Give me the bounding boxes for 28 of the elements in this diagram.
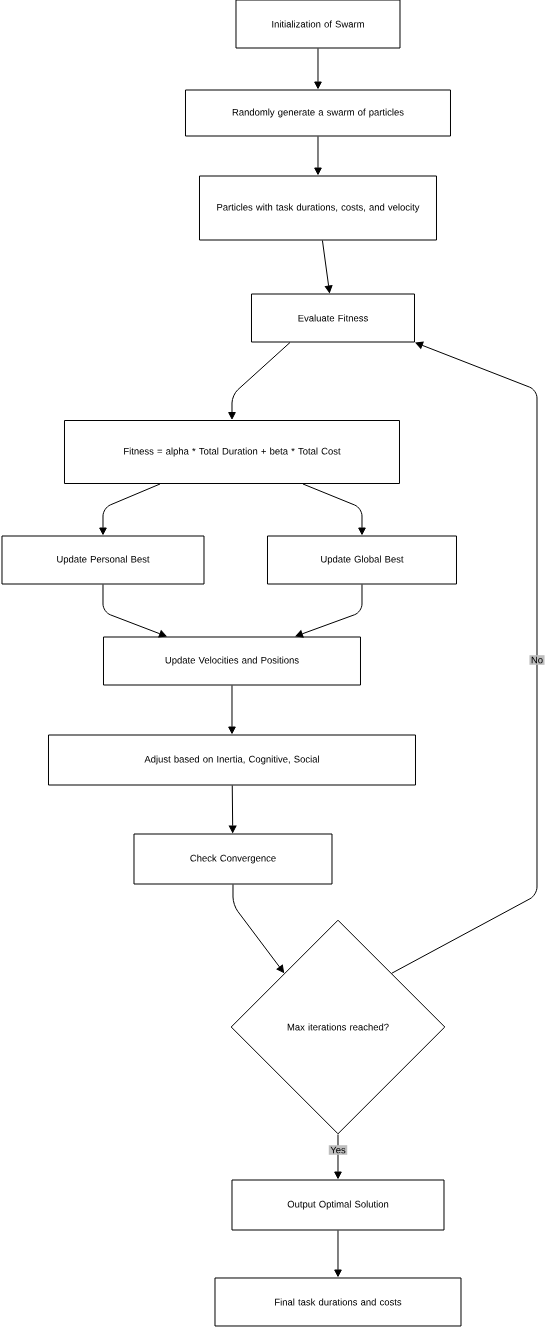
process-box: Final task durations and costs <box>214 1277 462 1327</box>
process-box: Particles with task durations, costs, and velocity <box>199 175 437 241</box>
arrow <box>228 785 237 833</box>
process-box: Fitness = alpha * Total Duration + beta * Total Cost <box>64 420 400 484</box>
arrow <box>228 342 291 420</box>
process-box: Update Personal Best <box>1 535 205 585</box>
arrow <box>321 240 333 293</box>
arrow <box>232 884 285 973</box>
arrow <box>102 584 167 638</box>
process-box: Adjust based on Inertia, Cognitive, Social <box>48 734 416 786</box>
process-box: Update Global Best <box>267 535 457 585</box>
arrow <box>391 341 538 974</box>
process-box: Update Velocities and Positions <box>103 636 361 686</box>
process-box: Output Optimal Solution <box>231 1179 445 1231</box>
arrow <box>228 685 236 734</box>
edge-label: Yes <box>328 1145 348 1155</box>
arrow <box>334 1230 342 1277</box>
process-box: Initialization of Swarm <box>235 0 401 49</box>
arrow <box>334 1134 342 1179</box>
arrow <box>99 483 161 535</box>
process-box: Evaluate Fitness <box>251 293 415 343</box>
edge-label: No <box>529 655 545 665</box>
process-box: Check Convergence <box>133 833 333 885</box>
arrow <box>302 483 366 535</box>
arrow <box>314 48 322 89</box>
arrow <box>314 136 322 175</box>
process-box: Randomly generate a swarm of particles <box>185 89 451 137</box>
arrow <box>295 584 363 638</box>
